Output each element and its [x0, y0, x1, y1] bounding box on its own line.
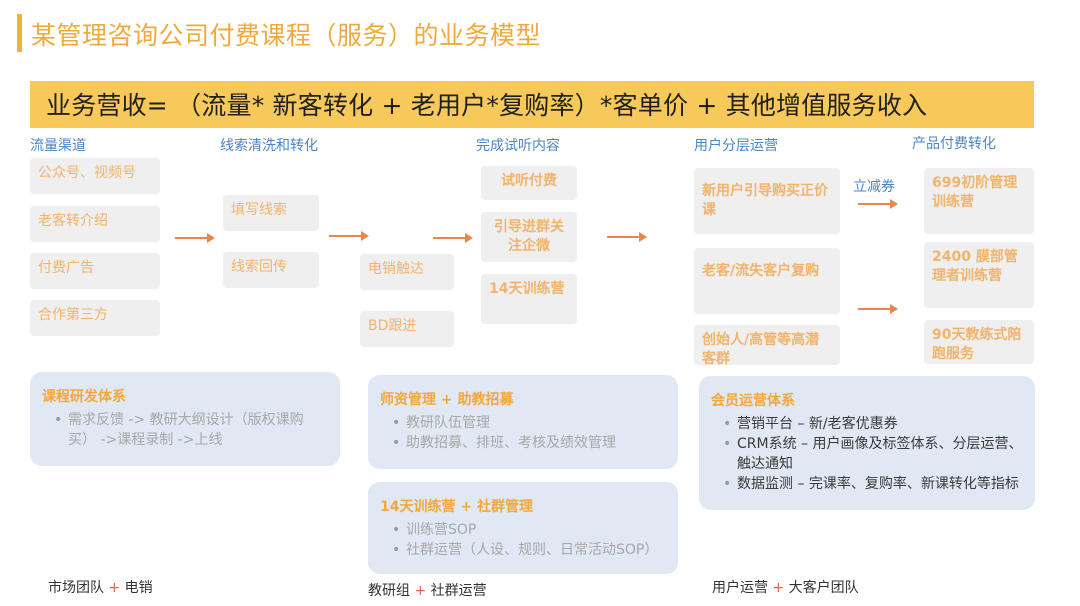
- formula-banner: [30, 81, 1034, 128]
- header-conversion: 产品付费转化: [912, 136, 996, 152]
- panel-camp-bullet: 社群运营（人设、规则、日常活动SOP）: [392, 540, 666, 560]
- leads-item: 填写线索: [223, 195, 319, 231]
- panel-camp-bullet: 训练营SOP: [392, 520, 666, 540]
- trial-item: 14天训练营: [481, 274, 577, 324]
- panel-camp-title: 14天训练营 + 社群管理: [380, 499, 533, 515]
- header-leads: 线索清洗和转化: [220, 138, 318, 154]
- team-plus: +: [108, 580, 121, 596]
- panel-course-title: 课程研发体系: [42, 389, 126, 405]
- page-title: 某管理咨询公司付费课程（服务）的业务模型: [31, 21, 542, 50]
- team-plus: +: [414, 583, 427, 599]
- traffic-item: 合作第三方: [30, 300, 160, 336]
- leads-item: 线索回传: [223, 252, 319, 288]
- team-a: 用户运营: [712, 580, 768, 596]
- traffic-item: 付费广告: [30, 253, 160, 289]
- team-label-research: 教研组 + 社群运营: [368, 580, 487, 600]
- traffic-item: 公众号、视频号: [30, 158, 160, 194]
- panel-teachers-bullet: 助教招募、排班、考核及绩效管理: [392, 433, 666, 453]
- flow-arrow: [175, 233, 215, 243]
- segment-item: 新用户引导购买正价课: [694, 168, 840, 234]
- panel-teachers: 师资管理 + 助教招募 教研队伍管理 助教招募、排班、考核及绩效管理: [368, 375, 678, 469]
- team-a: 教研组: [368, 583, 410, 599]
- team-label-market: 市场团队 + 电销: [48, 577, 153, 597]
- panel-course-bullet: 需求反馈 -> 教研大纲设计（版权课购买） ->课程录制 ->上线: [54, 410, 328, 450]
- trial-item: 引导进群关注企微: [481, 212, 577, 262]
- team-label-user-ops: 用户运营 + 大客户团队: [712, 577, 859, 597]
- panel-member: 会员运营体系 营销平台 – 新/老客优惠券 CRM系统 – 用户画像及标签体系、…: [699, 376, 1035, 510]
- product-item: 90天教练式陪跑服务: [924, 320, 1034, 364]
- leads-subitem: BD跟进: [360, 311, 454, 347]
- title-accent-bar: [17, 14, 22, 52]
- panel-member-bullet: CRM系统 – 用户画像及标签体系、分层运营、触达通知: [723, 434, 1023, 474]
- traffic-item: 老客转介绍: [30, 206, 160, 242]
- flow-arrow: [858, 199, 898, 209]
- revenue-formula: 业务营收= （流量* 新客转化 + 老用户*复购率）*客单价 + 其他增值服务收…: [46, 91, 928, 120]
- product-item: 699初阶管理训练营: [924, 168, 1034, 234]
- flow-arrow: [433, 233, 473, 243]
- flow-arrow: [858, 304, 898, 314]
- team-a: 市场团队: [48, 580, 104, 596]
- panel-camp: 14天训练营 + 社群管理 训练营SOP 社群运营（人设、规则、日常活动SOP）: [368, 482, 678, 574]
- segment-item: 老客/流失客户复购: [694, 248, 840, 314]
- trial-item: 试听付费: [481, 166, 577, 200]
- leads-subitem: 电销触达: [360, 254, 454, 290]
- panel-teachers-bullet: 教研队伍管理: [392, 413, 666, 433]
- panel-member-bullet: 数据监测 – 完课率、复购率、新课转化等指标: [723, 474, 1023, 494]
- header-trial: 完成试听内容: [476, 138, 560, 154]
- header-segment: 用户分层运营: [694, 138, 778, 154]
- flow-arrow: [607, 232, 647, 242]
- coupon-label: 立减券: [853, 179, 895, 195]
- team-plus: +: [772, 580, 785, 596]
- flow-arrow: [329, 231, 369, 241]
- panel-teachers-title: 师资管理 + 助教招募: [380, 392, 514, 408]
- panel-member-bullet: 营销平台 – 新/老客优惠券: [723, 414, 1023, 434]
- panel-course: 课程研发体系 需求反馈 -> 教研大纲设计（版权课购买） ->课程录制 ->上线: [30, 372, 340, 466]
- team-b: 大客户团队: [788, 580, 859, 596]
- team-b: 电销: [124, 580, 153, 596]
- team-b: 社群运营: [430, 583, 487, 599]
- panel-member-title: 会员运营体系: [711, 393, 795, 409]
- product-item: 2400 膜部管理者训练营: [924, 242, 1034, 308]
- header-traffic: 流量渠道: [30, 138, 86, 154]
- segment-item: 创始人/高管等高潜客群: [694, 325, 840, 367]
